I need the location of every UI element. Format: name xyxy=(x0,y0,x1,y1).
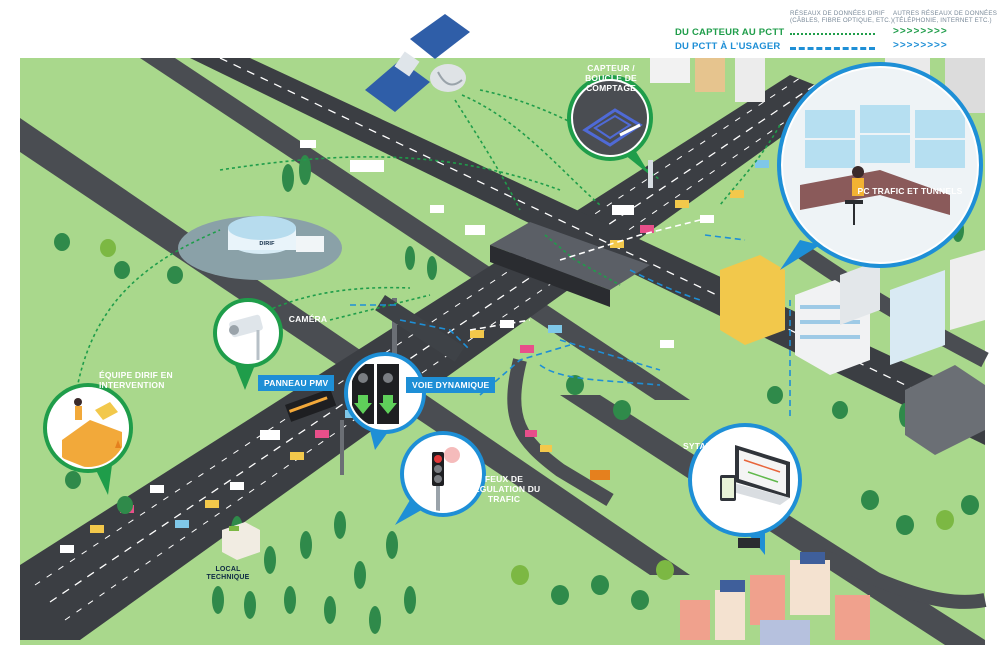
callout-equipe xyxy=(43,383,133,495)
callout-capteur xyxy=(567,75,653,188)
pc-buildings xyxy=(720,250,985,455)
housing xyxy=(680,552,870,645)
traffic-light-icon xyxy=(405,436,481,512)
legend-line-blue-dirif xyxy=(790,47,875,50)
round-building xyxy=(178,216,342,280)
local-technique-hut xyxy=(222,522,260,560)
callout-camera xyxy=(213,298,283,390)
laptop-map-icon xyxy=(693,428,797,532)
label-voie-dynamique: VOIE DYNAMIQUE xyxy=(406,377,496,393)
callout-sytadin xyxy=(688,423,802,555)
blue-data-links xyxy=(350,234,791,420)
label-pc-trafic: PC TRAFIC ET TUNNELS xyxy=(857,186,963,196)
legend-arrows-blue-other: >>>>>>>> xyxy=(893,40,948,51)
legend-line-green-dirif xyxy=(790,33,875,35)
label-camera: CAMÉRA xyxy=(288,314,328,324)
operator-desk-icon xyxy=(782,67,978,263)
white-data-links xyxy=(469,219,701,331)
motorway-lane-marking xyxy=(49,84,816,603)
label-panneau-pmv: PANNEAU PMV xyxy=(258,375,335,391)
label-dirif-sign: DIRIF xyxy=(259,241,275,247)
callout-voie-dynamique xyxy=(344,352,426,450)
satellite-icon xyxy=(365,14,470,112)
overpass-side xyxy=(490,245,610,307)
road-housing xyxy=(817,548,987,609)
label-sytadin: SYTADIN xyxy=(682,441,722,451)
vehicles xyxy=(60,140,774,553)
main-motorway xyxy=(20,75,840,640)
callout-feux xyxy=(395,431,486,525)
gantry-pmv xyxy=(285,294,465,475)
legend-capteur-pctt: DU CAPTEUR AU PCTT xyxy=(675,27,785,38)
lane-signal-icon xyxy=(349,357,421,429)
label-capteur: CAPTEUR / BOUCLE DE COMPTAGE xyxy=(585,63,637,93)
roadside-sign xyxy=(738,538,760,548)
label-equipe: ÉQUIPE DIRIF EN INTERVENTION xyxy=(99,370,173,390)
road-top-left xyxy=(140,58,690,400)
label-feux: FEUX DE RÉGULATION DU TRAFIC xyxy=(467,474,541,504)
label-local-technique: LOCAL TECHNIQUE xyxy=(206,566,250,581)
maintenance-van-icon xyxy=(48,388,128,468)
road-left-diagonal xyxy=(20,118,690,575)
legend-arrows-green-other: >>>>>>>> xyxy=(893,26,948,37)
callout-pc-trafic xyxy=(777,62,983,270)
road-ramp xyxy=(507,358,614,507)
legend-pctt-usager: DU PCTT À L’USAGER xyxy=(675,41,781,52)
legend-header-dirif: RÉSEAUX DE DONNÉES DIRIF (CÂBLES, FIBRE … xyxy=(790,10,894,25)
legend-header-other: AUTRES RÉSEAUX DE DONNÉES (TÉLÉPHONIE, I… xyxy=(893,10,998,25)
